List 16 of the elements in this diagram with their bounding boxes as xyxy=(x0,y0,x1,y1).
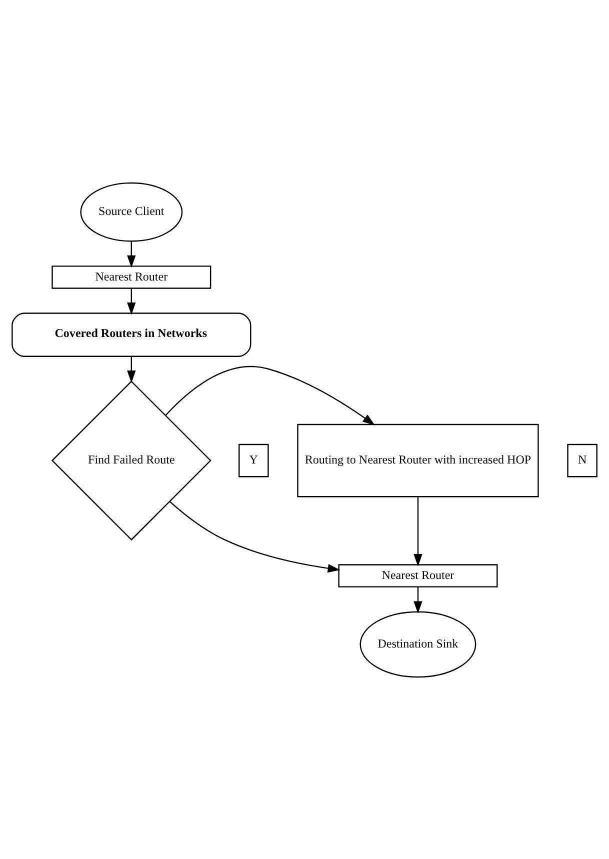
node-box: Y xyxy=(238,443,269,477)
arrow xyxy=(127,288,136,314)
arrow xyxy=(127,356,136,382)
node-box: N xyxy=(567,443,598,477)
arrow xyxy=(127,240,136,268)
node-box: Nearest Router xyxy=(52,265,212,288)
arrow xyxy=(165,366,375,425)
node-box: Routing to Nearest Router with increased HOP xyxy=(297,423,539,497)
node-ellipse: Destination Sink xyxy=(360,610,476,678)
node-ellipse: Source Client xyxy=(80,182,183,242)
node-box: Nearest Router xyxy=(338,564,498,587)
arrow xyxy=(170,500,340,572)
arrow xyxy=(414,496,422,566)
node-box: Covered Routers in Networks xyxy=(12,312,252,356)
arrow xyxy=(414,586,422,614)
node-diamond: Find Failed Route xyxy=(51,380,212,540)
